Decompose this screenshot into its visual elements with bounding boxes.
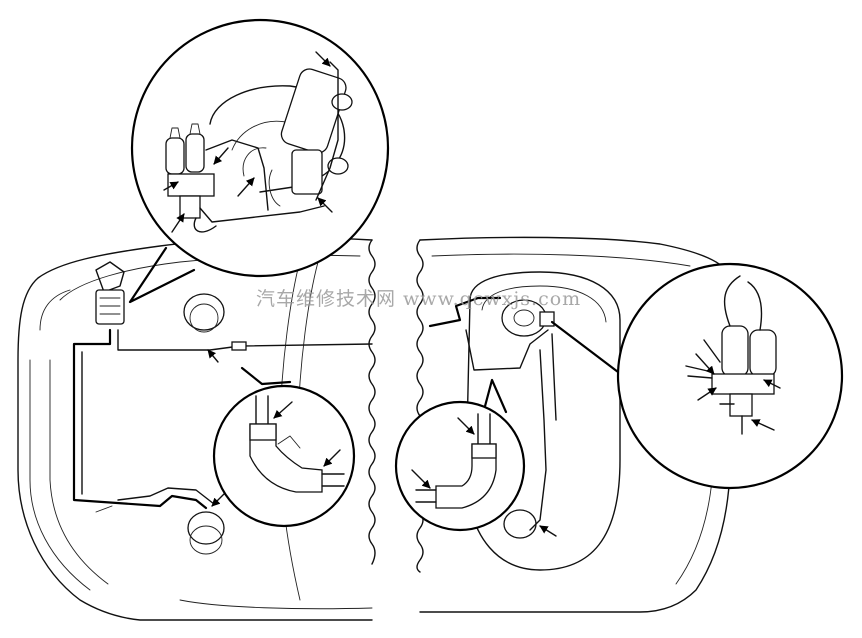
- abs-modulator: [280, 68, 353, 195]
- rear-vehicle-panel: [416, 236, 731, 613]
- arrow-icon: [171, 213, 185, 233]
- arrow-icon: [323, 449, 341, 467]
- arrow-icon: [411, 469, 431, 489]
- proportioning-valve-callout: [550, 262, 844, 490]
- arrow-icon: [697, 387, 717, 401]
- arrow-icon: [315, 51, 331, 67]
- arrow-icon: [317, 197, 333, 213]
- arrow-icon: [213, 147, 229, 165]
- front-wheel-top: [183, 293, 225, 333]
- arrow-icon: [207, 349, 219, 363]
- arrow-icon: [163, 181, 179, 191]
- arrow-icon: [539, 525, 557, 537]
- master-cylinder-callout: [128, 18, 390, 304]
- front-brake-pipe: [72, 328, 208, 510]
- rear-fitting-callout: [394, 378, 526, 532]
- arrow-icon: [457, 417, 475, 435]
- rear-wheel-bottom: [503, 509, 537, 539]
- front-cut-edge: [368, 239, 376, 565]
- arrow-icon: [237, 177, 255, 197]
- rear-brake-pipe: [428, 296, 502, 328]
- arrow-icon: [751, 419, 775, 431]
- front-fitting-callout: [212, 366, 356, 528]
- arrow-icon: [763, 379, 781, 389]
- front-wheel-bottom: [187, 511, 225, 555]
- rear-wheel-well: [465, 271, 621, 571]
- watermark: 汽车维修技术网 www.qcwxjs.com: [256, 288, 582, 310]
- rear-cut-edge: [416, 239, 424, 573]
- arrow-icon: [273, 401, 293, 419]
- arrow-icon: [211, 491, 227, 507]
- front-vehicle-panel: [17, 237, 376, 621]
- arrow-icon: [695, 353, 715, 375]
- master-cylinder-small: [95, 261, 125, 325]
